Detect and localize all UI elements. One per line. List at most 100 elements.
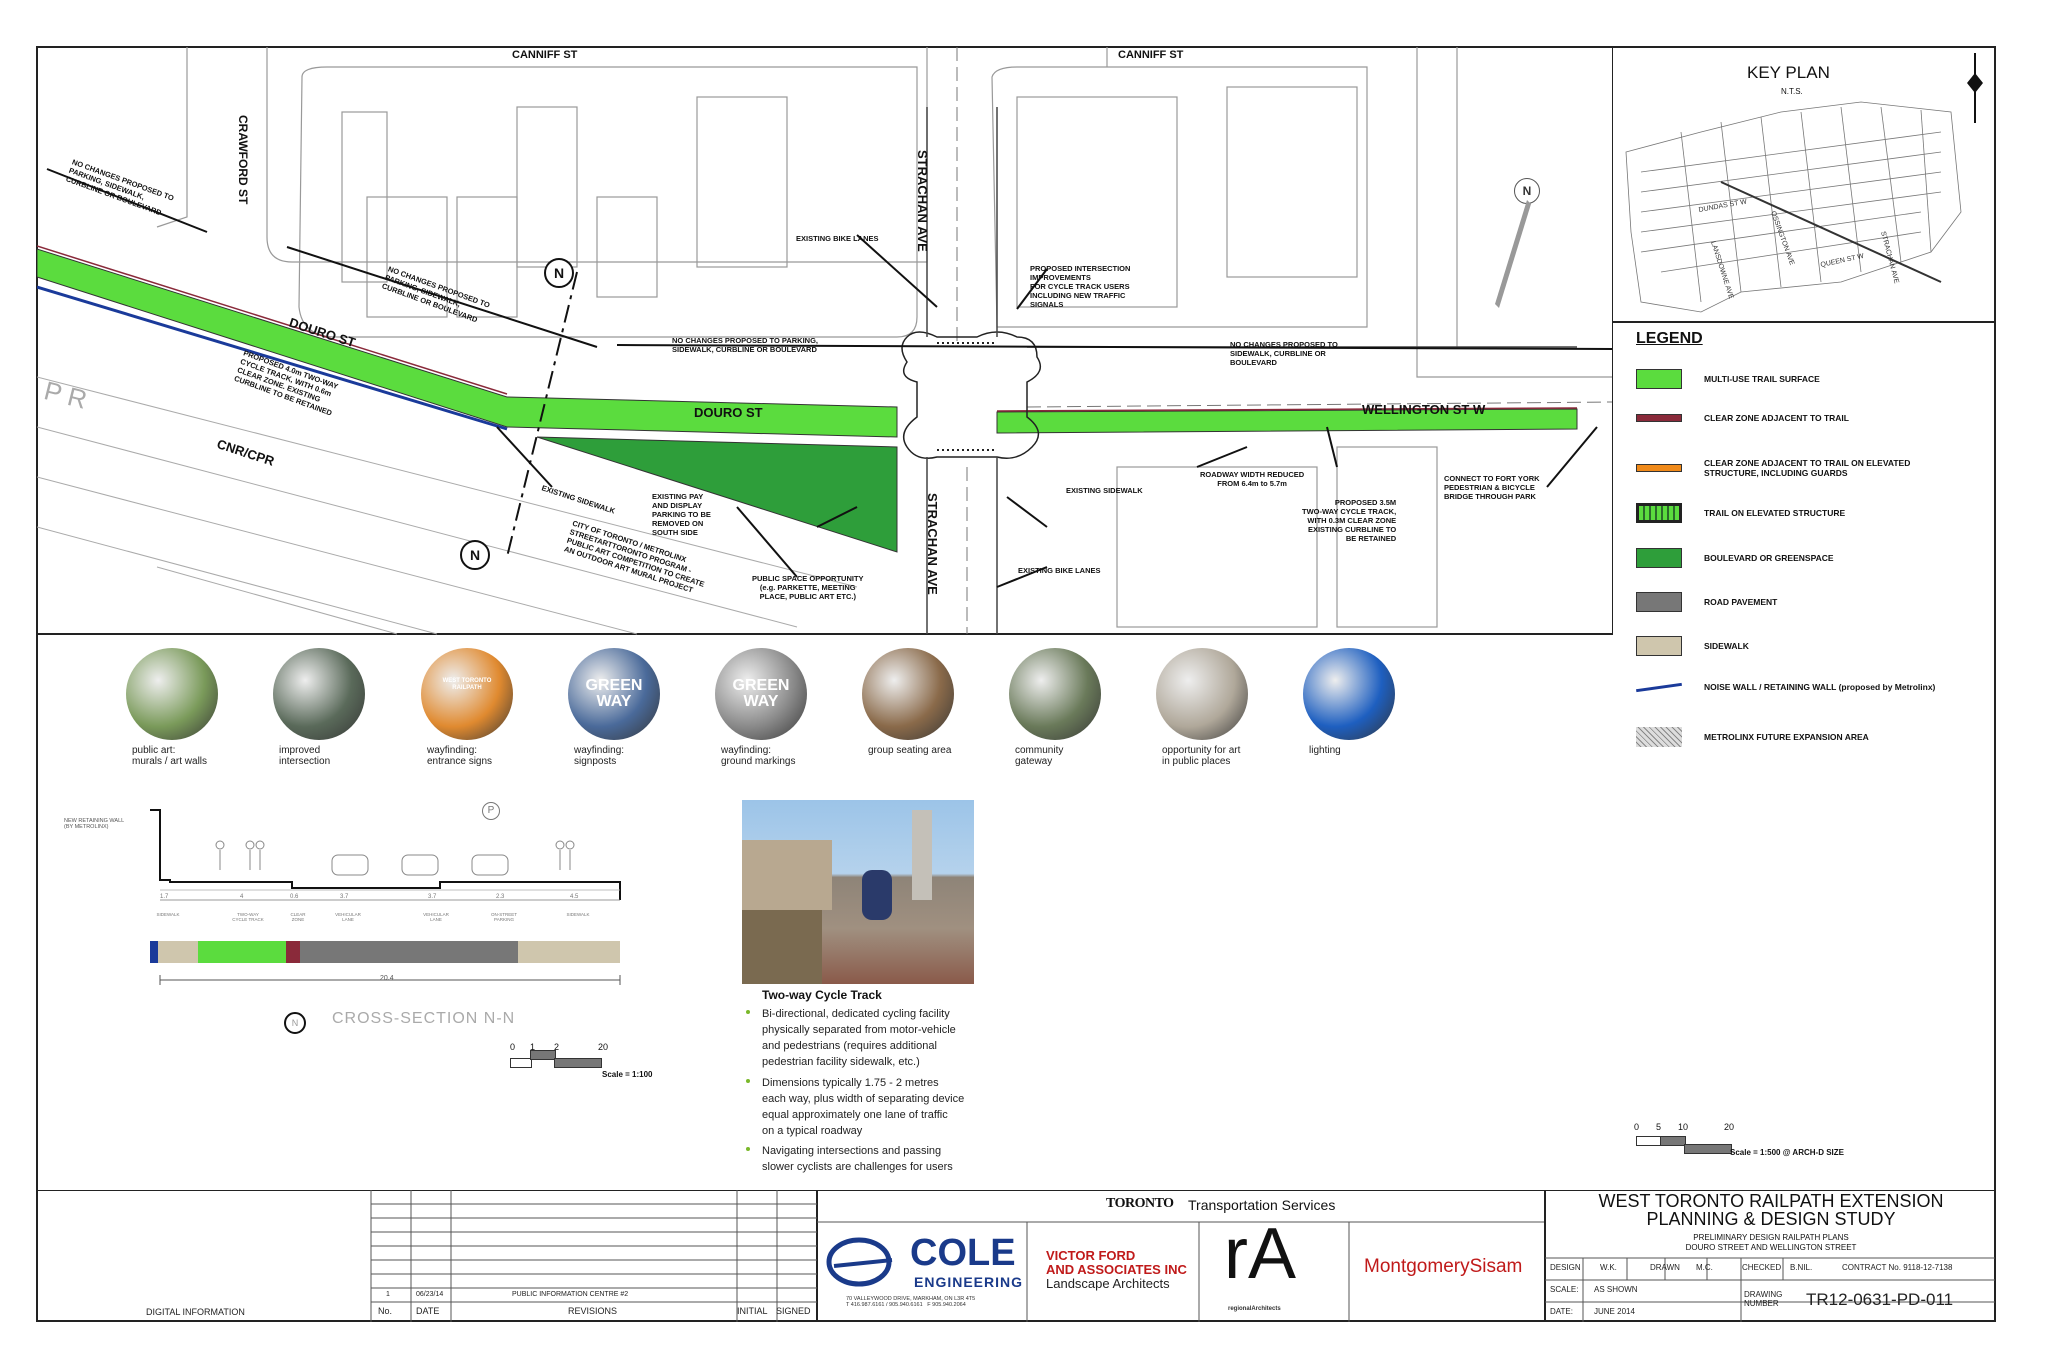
cross-section-scale: 0 1 2 20 Scale = 1:100 — [508, 1040, 708, 1080]
scale-label: SCALE: — [1550, 1285, 1579, 1294]
legend-swatch — [1636, 592, 1682, 612]
plan-scale-tick-20: 20 — [1724, 1122, 1735, 1132]
photo-circle: GREEN WAY — [568, 648, 660, 740]
legend-label: TRAIL ON ELEVATED STRUCTURE — [1704, 508, 1846, 518]
rev-desc: PUBLIC INFORMATION CENTRE #2 — [512, 1291, 629, 1298]
legend-item: BOULEVARD OR GREENSPACE — [1636, 548, 1974, 568]
cross-section-total: 20.4 — [380, 975, 394, 982]
project-title-2: PLANNING & DESIGN STUDY — [1646, 1209, 1896, 1229]
project-sub-2: DOURO STREET AND WELLINGTON STREET — [1685, 1243, 1857, 1252]
note-connect-fort-york: CONNECT TO FORT YORK PEDESTRIAN & BICYCL… — [1444, 474, 1540, 501]
legend-item: CLEAR ZONE ADJACENT TO TRAIL ON ELEVATED… — [1636, 458, 1974, 478]
xs-scale-label: Scale = 1:100 — [602, 1070, 653, 1079]
photo-caption: opportunity for art in public places — [1162, 745, 1241, 767]
cross-section-lane-label: ON-STREET PARKING — [490, 912, 517, 922]
note-existing-sidewalk-2: EXISTING SIDEWALK — [1066, 486, 1143, 495]
legend-item: NOISE WALL / RETAINING WALL (proposed by… — [1636, 682, 1974, 692]
col-date: DATE — [416, 1306, 440, 1316]
photo-circle: GREEN WAY — [715, 648, 807, 740]
date-value: JUNE 2014 — [1594, 1307, 1635, 1316]
legend-label: SIDEWALK — [1704, 641, 1749, 651]
transportation-services: Transportation Services — [1188, 1197, 1336, 1213]
legend-item: SIDEWALK — [1636, 636, 1974, 656]
drawing-number-label: DRAWING NUMBER — [1744, 1290, 1783, 1308]
section-marker-top-icon: N — [544, 258, 574, 288]
street-douro-mid: DOURO ST — [694, 405, 763, 420]
ra-subtitle: regionalArchitects — [1228, 1306, 1281, 1312]
legend-item: ROAD PAVEMENT — [1636, 592, 1974, 612]
bullet-dot-icon — [746, 1010, 750, 1014]
cycle-track-photo — [742, 800, 974, 984]
photo-circle — [862, 648, 954, 740]
cole-address: 70 VALLEYWOOD DRIVE, MARKHAM, ON L3R 4T5… — [846, 1296, 976, 1308]
legend-swatch — [1636, 548, 1682, 568]
cycle-track-bullet: Navigating intersections and passing slo… — [762, 1145, 953, 1173]
legend-item: MULTI-USE TRAIL SURFACE — [1636, 369, 1974, 389]
note-existing-pay: EXISTING PAY AND DISPLAY PARKING TO BE R… — [652, 492, 711, 537]
drawn-label: DRAWN — [1650, 1263, 1680, 1272]
key-street-strachan: STRACHAN AVE — [1879, 231, 1900, 285]
key-plan-north-icon — [1967, 53, 1983, 123]
key-plan-panel: KEY PLAN N.T.S. DUNDAS ST W OSSINGTON AV… — [1613, 47, 1995, 323]
design-label: DESIGN — [1550, 1263, 1581, 1272]
photo-caption: public art: murals / art walls — [132, 745, 208, 767]
cross-section-lane-label: VEHICULAR LANE — [335, 912, 361, 922]
photo-circle — [1009, 648, 1101, 740]
key-plan-title: KEY PLAN — [1747, 63, 1830, 82]
checked-label: CHECKED — [1742, 1263, 1782, 1272]
legend-label: CLEAR ZONE ADJACENT TO TRAIL — [1704, 413, 1849, 423]
col-no: No. — [378, 1306, 393, 1316]
bullet-dot-icon — [746, 1147, 750, 1151]
photo-circle: WEST TORONTO RAILPATH — [421, 648, 513, 740]
legend-item: CLEAR ZONE ADJACENT TO TRAIL — [1636, 413, 1974, 423]
photo-circle — [1303, 648, 1395, 740]
site-plan — [37, 47, 1613, 635]
photo-inner-text: GREEN WAY — [585, 677, 643, 710]
legend-swatch — [1636, 464, 1682, 472]
cross-section-dim: 4.5 — [570, 894, 579, 900]
photo-caption: wayfinding: signposts — [574, 745, 625, 767]
plan-scale-bar: 0 5 10 20 Scale = 1:500 @ ARCH-D SIZE — [1634, 1122, 1964, 1162]
design-value: W.K. — [1600, 1263, 1617, 1272]
cycle-track-bullet: Dimensions typically 1.75 - 2 metres eac… — [762, 1077, 965, 1137]
xs-scale-tick-0: 0 — [510, 1042, 516, 1052]
note-proposed-intersection: PROPOSED INTERSECTION IMPROVEMENTS FOR C… — [1030, 264, 1131, 309]
cole-logo-icon — [824, 1236, 894, 1288]
cross-section-dim: 3.7 — [428, 894, 437, 900]
ra-logo: rA — [1224, 1214, 1296, 1294]
photo-inner-text: GREEN WAY — [732, 677, 790, 710]
legend-item: TRAIL ON ELEVATED STRUCTURE — [1636, 503, 1974, 523]
legend-title: LEGEND — [1636, 330, 1703, 347]
note-proposed-35: PROPOSED 3.5M TWO-WAY CYCLE TRACK, WITH … — [1302, 498, 1397, 543]
cross-section-wall-note: NEW RETAINING WALL (BY METROLINX) — [64, 818, 125, 830]
parking-symbol-icon: P — [482, 802, 500, 820]
photo-caption: community gateway — [1015, 745, 1064, 767]
cross-section-marker-icon: N — [284, 1012, 306, 1034]
cross-section-lane-label: TWO-WAY CYCLE TRACK — [232, 912, 264, 922]
street-canniff-left: CANNIFF ST — [512, 49, 578, 61]
legend-swatch — [1636, 636, 1682, 656]
cross-section-lane-label: SIDEWALK — [156, 912, 180, 917]
street-canniff-right: CANNIFF ST — [1118, 49, 1184, 61]
photo-caption: wayfinding: ground markings — [721, 745, 796, 767]
plan-scale-label: Scale = 1:500 @ ARCH-D SIZE — [1730, 1148, 1844, 1157]
title-block-grid — [37, 1190, 1995, 1322]
note-no-changes-3: NO CHANGES PROPOSED TO PARKING, SIDEWALK… — [672, 336, 818, 354]
cycle-track-bullet: Bi-directional, dedicated cycling facili… — [762, 1008, 956, 1068]
rev-no: 1 — [386, 1291, 390, 1298]
cross-section-dim: 0.6 — [290, 894, 299, 900]
contract-number: CONTRACT No. 9118-12-7138 — [1842, 1263, 1953, 1272]
drawing-sheet — [36, 46, 1996, 1322]
cross-section-dim: 4 — [240, 894, 244, 900]
key-street-lansdowne: LANSDOWNE AVE — [1709, 240, 1734, 300]
cross-section-drawing — [150, 809, 621, 985]
photo-caption: improved intersection — [279, 745, 331, 767]
photo-circle — [273, 648, 365, 740]
section-marker-bottom-icon: N — [460, 540, 490, 570]
legend-label: MULTI-USE TRAIL SURFACE — [1704, 374, 1820, 384]
cross-section-title: CROSS-SECTION N-N — [332, 1010, 516, 1027]
note-public-space: PUBLIC SPACE OPPORTUNITY (e.g. PARKETTE,… — [752, 574, 864, 601]
street-wellington: WELLINGTON ST W — [1362, 402, 1486, 417]
checked-value: B.NIL. — [1790, 1263, 1813, 1272]
victor-ford-3: Landscape Architects — [1046, 1276, 1170, 1291]
